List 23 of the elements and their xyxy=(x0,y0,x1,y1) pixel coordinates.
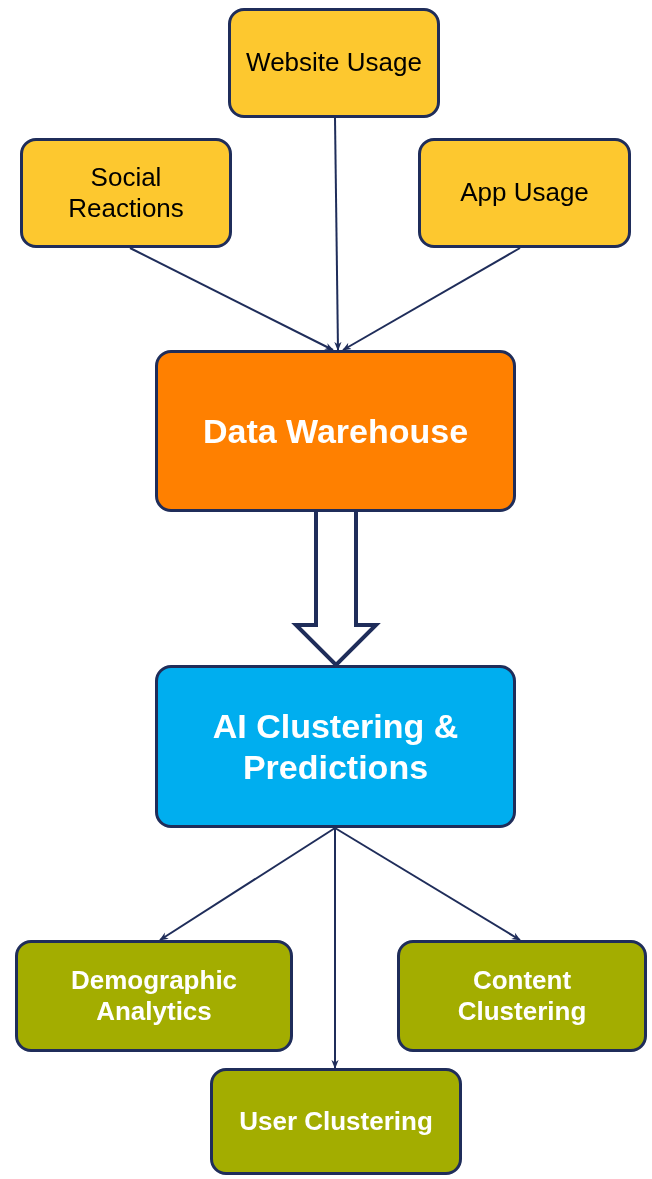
process-box xyxy=(20,138,232,248)
box-label: App Usage xyxy=(460,177,589,209)
hollow-arrow xyxy=(291,510,381,668)
process-box xyxy=(228,8,440,118)
box-label: Demographic Analytics xyxy=(69,964,239,1028)
process-box xyxy=(155,665,516,828)
arrow xyxy=(334,827,521,941)
box-label: Website Usage xyxy=(246,47,422,79)
process-box xyxy=(15,940,293,1052)
arrow xyxy=(129,247,334,351)
box-label: Social Reactions xyxy=(67,161,185,225)
process-box xyxy=(155,350,516,512)
arrow xyxy=(159,827,336,941)
process-box xyxy=(418,138,631,248)
arrow xyxy=(331,827,339,1069)
process-box xyxy=(397,940,647,1052)
box-label: Content Clustering xyxy=(456,964,588,1028)
process-box xyxy=(210,1068,462,1175)
box-label: AI Clustering & Predictions xyxy=(211,705,460,788)
arrow xyxy=(342,247,521,351)
box-label: Data Warehouse xyxy=(202,410,469,452)
arrow xyxy=(334,117,342,351)
box-label: User Clustering xyxy=(239,1105,433,1138)
